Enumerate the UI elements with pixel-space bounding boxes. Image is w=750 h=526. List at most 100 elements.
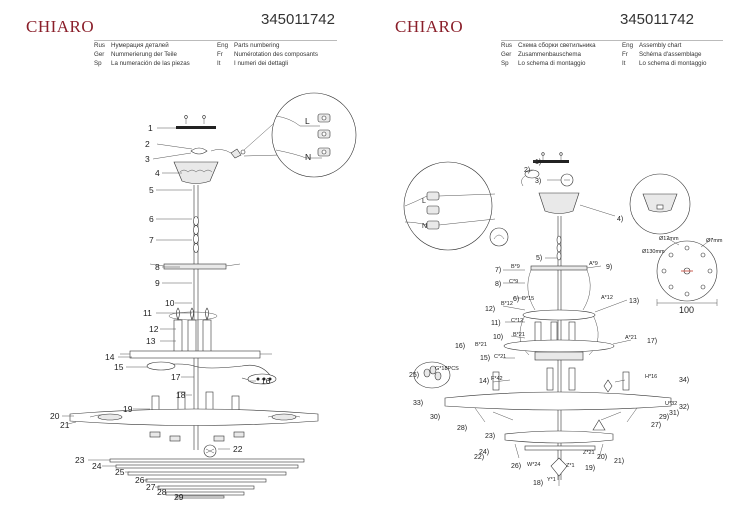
callout-label: 8) bbox=[495, 281, 501, 288]
main-ring bbox=[444, 391, 672, 411]
main-ring bbox=[69, 408, 319, 426]
callout-label: 11) bbox=[491, 320, 501, 327]
part-number: 7 bbox=[149, 235, 154, 245]
callout-label: 31) bbox=[669, 410, 679, 417]
header-rule bbox=[501, 40, 723, 41]
part-number: 5 bbox=[149, 185, 154, 195]
live-label: L bbox=[305, 116, 310, 126]
exploded-parts-drawing: L N bbox=[50, 92, 357, 502]
part-number: 28 bbox=[157, 487, 167, 497]
callout-label: 34) bbox=[679, 377, 689, 384]
callout-label: 19) bbox=[585, 465, 595, 472]
neutral-label: N bbox=[305, 152, 311, 162]
callout-qty: B*21 bbox=[475, 342, 487, 348]
part-number: 3 bbox=[145, 154, 150, 164]
dimension-span: 100 bbox=[679, 305, 694, 315]
canopy bbox=[538, 192, 580, 214]
part-number: 24 bbox=[92, 461, 102, 471]
callout-label: 29) bbox=[659, 414, 669, 421]
callout-label: 12) bbox=[485, 306, 495, 313]
callout-qty: C*12 bbox=[511, 318, 523, 324]
upper-tier bbox=[522, 309, 596, 321]
callout-label: 3) bbox=[535, 178, 541, 185]
part-number: 1 bbox=[148, 123, 153, 133]
part-number: 6 bbox=[149, 214, 154, 224]
assembly-callouts: 1) 2) 3) 4) 5) 6) D*15 7) B*9 8) C*9 9) … bbox=[409, 159, 689, 487]
callout-qty: Z*21 bbox=[583, 450, 595, 456]
callout-label: 7) bbox=[495, 267, 501, 274]
callout-label: 4) bbox=[617, 216, 623, 223]
callout-qty: B*12 bbox=[501, 301, 513, 307]
dimension-circle: Ø130mm bbox=[642, 249, 665, 255]
callout-label: 9) bbox=[606, 264, 612, 271]
upper-tier-candles bbox=[168, 307, 218, 353]
part-number: 26 bbox=[135, 475, 145, 485]
upper-ring bbox=[129, 350, 261, 359]
callout-label: 25) bbox=[409, 372, 419, 379]
chain bbox=[193, 216, 199, 253]
part-number: 25 bbox=[115, 467, 125, 477]
part-number: 10 bbox=[165, 298, 175, 308]
callout-qty: C*21 bbox=[494, 354, 506, 360]
callout-label: 14) bbox=[479, 378, 489, 385]
part-number: 18 bbox=[176, 390, 186, 400]
part-number: 13 bbox=[146, 336, 156, 346]
part-number: 23 bbox=[75, 455, 85, 465]
callout-label: 30) bbox=[430, 414, 440, 421]
callout-label: 16) bbox=[455, 343, 465, 350]
mounting-plate-diagram: Ø12mm Ø130mm Ø7mm 100 bbox=[642, 236, 723, 315]
callout-label: 26) bbox=[511, 463, 521, 470]
part-number: 19 bbox=[123, 404, 133, 414]
live-label: L bbox=[422, 198, 426, 205]
callout-label: 28) bbox=[457, 425, 467, 432]
chain bbox=[556, 235, 562, 261]
brand-logo: CHIARO bbox=[395, 17, 464, 36]
model-number: 345011742 bbox=[620, 11, 694, 28]
part-number: 14 bbox=[105, 352, 115, 362]
part-number: 17 bbox=[171, 372, 181, 382]
callout-label: 17) bbox=[647, 338, 657, 345]
part-number: 2 bbox=[145, 139, 150, 149]
callout-qty: C*9 bbox=[509, 279, 518, 285]
callout-qty: H*16 bbox=[645, 374, 657, 380]
part-number: 22 bbox=[233, 444, 243, 454]
callout-label: 32) bbox=[679, 404, 689, 411]
canopy-detail-bubble bbox=[629, 173, 691, 235]
callout-label: 10) bbox=[493, 334, 503, 341]
callout-qty: D*15 bbox=[522, 296, 534, 302]
callout-qty: W*24 bbox=[527, 462, 540, 468]
wiring-detail-bubble: L N bbox=[271, 92, 357, 178]
callout-qty: G*18PCS bbox=[435, 366, 459, 372]
callout-qty: A*9 bbox=[589, 261, 598, 267]
part-number: 11 bbox=[143, 308, 152, 318]
callout-label: 13) bbox=[629, 298, 639, 305]
callout-label: 22) bbox=[474, 454, 484, 461]
callout-label: 18) bbox=[533, 480, 543, 487]
callout-qty: Y*1 bbox=[547, 477, 556, 483]
mounting-bar bbox=[176, 115, 216, 129]
callout-qty: B*21 bbox=[513, 332, 525, 338]
callout-label: 24) bbox=[479, 449, 489, 456]
top-plate bbox=[163, 263, 227, 270]
callout-qty: Z*1 bbox=[566, 463, 575, 469]
callout-qty: A*12 bbox=[601, 295, 613, 301]
part-number: 27 bbox=[146, 482, 156, 492]
callout-label: 6) bbox=[513, 296, 519, 303]
part-number: 16 bbox=[261, 376, 271, 386]
callout-label: 23) bbox=[485, 433, 495, 440]
brand-logo: CHIARO bbox=[26, 17, 95, 36]
model-number: 345011742 bbox=[261, 11, 335, 28]
callout-qty: A*21 bbox=[625, 335, 637, 341]
